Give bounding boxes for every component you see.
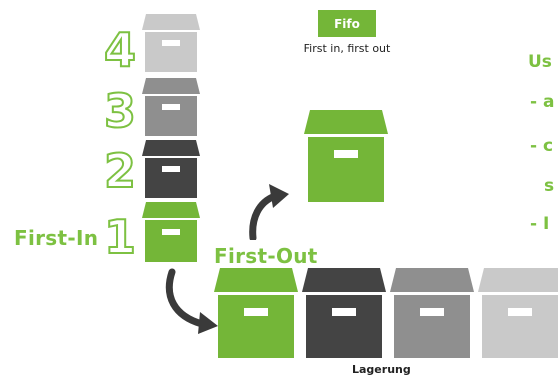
first-in-label: First-In xyxy=(14,226,99,250)
stack-number-4: 4 xyxy=(103,23,137,77)
stack-box-4 xyxy=(142,14,200,72)
storage-box-3 xyxy=(390,268,474,358)
stack-box-3 xyxy=(142,78,200,136)
side-text-line4: s xyxy=(544,176,555,196)
stack-box-2 xyxy=(142,140,200,198)
side-text-line5: - I xyxy=(530,214,550,234)
arrow-down-icon xyxy=(165,268,218,334)
first-out-label: First-Out xyxy=(214,244,318,268)
arrow-up-icon xyxy=(249,184,289,240)
stack-number-2: 2 xyxy=(103,144,137,198)
side-text-line2: - a xyxy=(530,92,555,112)
fifo-subtitle: First in, first out xyxy=(303,42,391,55)
storage-label: Lagerung xyxy=(352,363,411,376)
storage-box-4 xyxy=(478,268,558,358)
storage-box-1 xyxy=(214,268,298,358)
first-out-box xyxy=(304,110,388,202)
side-text-line3: - c xyxy=(530,136,554,156)
storage-box-2 xyxy=(302,268,386,358)
stack-number-1: 1 xyxy=(103,210,137,264)
fifo-badge: Fifo xyxy=(318,10,376,37)
stack-box-1 xyxy=(142,202,200,262)
side-text-line1: Us xyxy=(528,52,552,72)
stack-number-3: 3 xyxy=(103,84,137,138)
